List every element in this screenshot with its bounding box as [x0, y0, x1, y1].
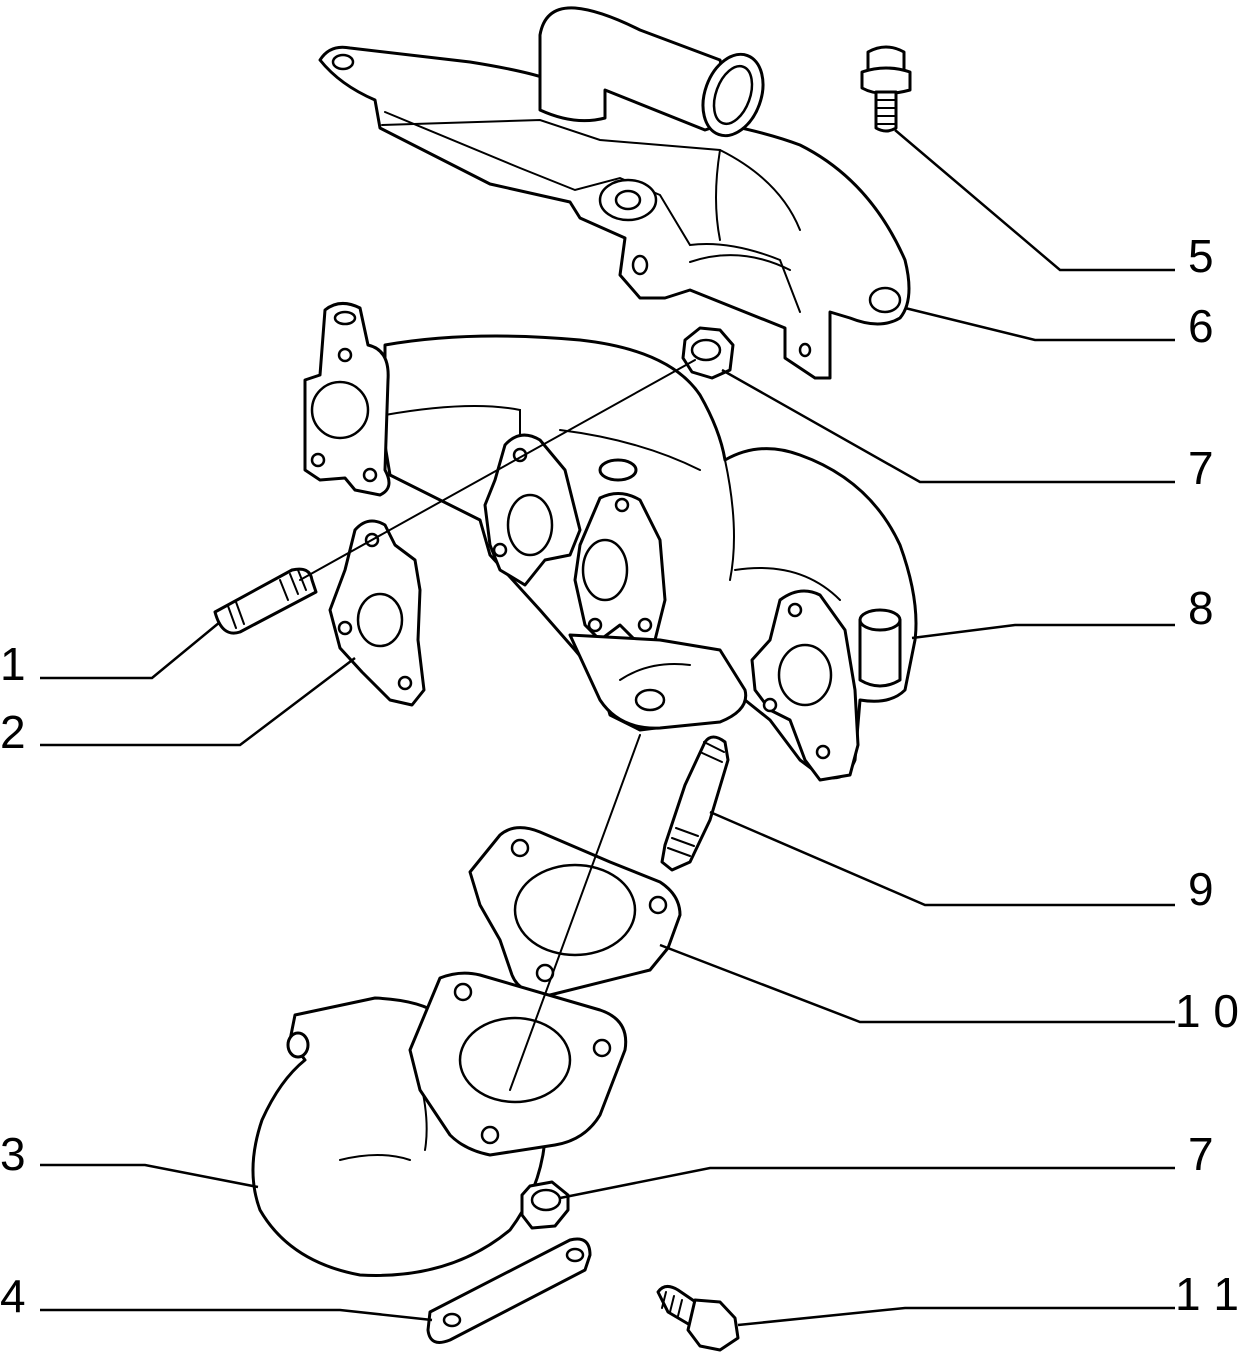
bolt-part-5 [860, 45, 912, 133]
callout-7-lower: 7 [1188, 1128, 1214, 1180]
leader-line-7-upper [721, 368, 1175, 484]
leader-line-11 [737, 1306, 1175, 1327]
leader-line-8 [911, 623, 1175, 640]
leader-line-7-lower [559, 1166, 1175, 1200]
leader-line-5 [894, 129, 1175, 272]
elbow-pipe-part-3 [251, 971, 628, 1277]
callout-11: 1 1 [1175, 1268, 1239, 1320]
callout-6: 6 [1188, 300, 1214, 352]
callout-4: 4 [0, 1270, 26, 1322]
callout-5: 5 [1188, 230, 1214, 282]
callout-7-upper: 7 [1188, 442, 1214, 494]
assembly-axis-lines [299, 359, 696, 1091]
callout-1: 1 [0, 638, 26, 690]
gasket-part-2 [328, 519, 426, 707]
leader-line-4 [40, 1308, 433, 1322]
leader-line-9 [709, 810, 1175, 907]
callout-9: 9 [1188, 863, 1214, 915]
nut-part-7-upper [681, 326, 735, 380]
strap-part-4 [426, 1237, 592, 1344]
leader-lines [40, 129, 1175, 1327]
nut-part-7-lower [520, 1180, 570, 1230]
leader-line-3 [40, 1163, 259, 1189]
leader-line-10 [659, 943, 1175, 1024]
leader-line-2 [40, 657, 356, 747]
callout-2: 2 [0, 706, 26, 758]
callout-8: 8 [1188, 582, 1214, 634]
callout-labels: 5 6 7 8 1 2 9 1 0 3 7 4 1 1 [0, 230, 1239, 1322]
bolt-part-11 [656, 1285, 740, 1352]
callout-3: 3 [0, 1128, 26, 1180]
leader-line-1 [40, 621, 221, 680]
stud-part-9 [660, 735, 730, 872]
heat-shield-part-6 [318, 6, 911, 380]
exhaust-manifold-part-8 [303, 302, 918, 782]
callout-10: 1 0 [1175, 985, 1239, 1037]
stud-part-1 [213, 567, 318, 635]
leader-line-6 [904, 306, 1175, 342]
